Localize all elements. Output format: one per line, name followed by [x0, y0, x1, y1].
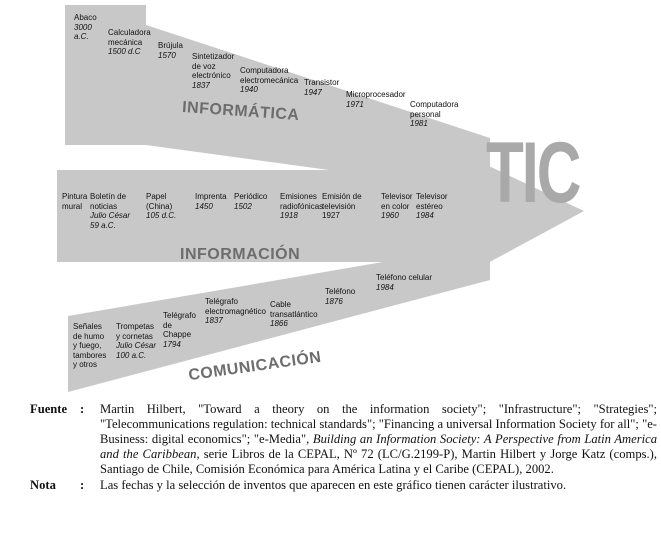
invention-papel: Papel (China) 105 d.C. — [146, 192, 178, 221]
source-row: Fuente : Martin Hilbert, "Toward a theor… — [30, 402, 657, 477]
invention-date: Julio César 100 a.C. — [116, 341, 157, 360]
invention-televisor-estereo: Televisor estéreo 1984 — [416, 192, 448, 221]
invention-text: Brújula — [158, 41, 183, 50]
invention-text: Pintura mural — [62, 192, 88, 211]
invention-boletin: Boletín de noticias Julio César 59 a.C. — [90, 192, 136, 230]
invention-text: Teléfono — [325, 287, 356, 296]
invention-date: 1502 — [234, 201, 252, 211]
invention-text: Computadora electromecánica — [240, 66, 299, 85]
invention-text: Sintetizador de voz electrónico — [192, 52, 235, 80]
arrow-informacion — [57, 142, 584, 290]
invention-periodico: Periódico 1502 — [234, 192, 267, 211]
invention-date: 1866 — [270, 319, 288, 328]
invention-date: 1570 — [158, 50, 176, 60]
invention-microprocesador: Microprocesador 1971 — [346, 90, 406, 109]
invention-telefono-celular: Teléfono celular 1984 — [376, 273, 432, 292]
invention-sintetizador: Sintetizador de voz electrónico 1837 — [192, 52, 234, 90]
band-label-informacion: INFORMACIÓN — [180, 246, 301, 263]
note-colon: : — [80, 478, 85, 492]
invention-date: 1960 — [381, 211, 399, 220]
invention-text: Telégrafo de Chappe — [163, 311, 196, 339]
invention-telefono: Teléfono 1876 — [325, 287, 355, 306]
invention-text: Telégrafo electromagnético — [205, 297, 266, 316]
note-text: Las fechas y la selección de inventos qu… — [100, 478, 567, 492]
source-text: Martin Hilbert, "Toward a theory on the … — [100, 402, 657, 477]
invention-emisiones-radiofonicas: Emisiones radiofónicas 1918 — [280, 192, 324, 221]
invention-text: Imprenta — [195, 192, 227, 201]
invention-date: 1984 — [416, 211, 434, 220]
arrow-informatica — [65, 5, 490, 192]
note-label: Nota — [30, 478, 56, 492]
note-row: Nota : Las fechas y la selección de inve… — [30, 478, 657, 493]
invention-computadora-personal: Computadora personal 1981 — [410, 100, 459, 129]
invention-emision-television: Emisión de televisión 1927 — [322, 192, 370, 221]
invention-text: Abaco — [74, 13, 97, 22]
invention-brujula: Brújula 1570 — [158, 41, 183, 60]
invention-date: 1450 — [195, 201, 213, 211]
invention-trompetas: Trompetas y cornetas Julio César 100 a.C… — [116, 322, 158, 360]
invention-date: 1918 — [280, 211, 298, 220]
invention-text: Microprocesador — [346, 90, 406, 99]
invention-text: Computadora personal — [410, 100, 459, 119]
invention-text: Boletín de noticias — [90, 192, 127, 211]
invention-text: Señales de humo y fuego, tambores y otro… — [73, 322, 107, 369]
invention-text: Emisiones radiofónicas — [280, 192, 324, 211]
source-colon: : — [80, 402, 85, 416]
invention-transistor: Transistor 1947 — [304, 78, 339, 97]
invention-text: Papel (China) — [146, 192, 173, 211]
notes-section: Fuente : Martin Hilbert, "Toward a theor… — [30, 402, 657, 494]
invention-date: 1500 d.C — [108, 47, 141, 56]
invention-cable-transatlantico: Cable transatlántico 1866 — [270, 300, 318, 329]
tic-label: TIC — [486, 125, 581, 221]
source-text-before: Martin Hilbert, "Toward a theory on the … — [100, 402, 657, 446]
invention-date: 1947 — [304, 87, 322, 97]
invention-date: 1837 — [205, 316, 223, 325]
invention-date: 1940 — [240, 85, 258, 94]
invention-telegrafo-electromagnetico: Telégrafo electromagnético 1837 — [205, 297, 266, 326]
invention-telegrafo-chappe: Telégrafo de Chappe 1794 — [163, 311, 196, 349]
invention-text: Transistor — [304, 78, 340, 87]
source-book-title: Building an Information Society: A Persp… — [100, 432, 657, 461]
invention-text: Teléfono celular — [376, 273, 433, 282]
invention-text: Televisor en color — [381, 192, 413, 211]
invention-text: Calculadora mecánica — [108, 28, 151, 47]
arrow-comunicacion — [68, 242, 490, 392]
invention-date: 1876 — [325, 296, 343, 306]
invention-date: 1971 — [346, 99, 364, 109]
invention-senales: Señales de humo y fuego, tambores y otro… — [73, 322, 109, 370]
invention-text: Trompetas y cornetas — [116, 322, 154, 341]
invention-date: 105 d.C. — [146, 211, 177, 220]
invention-date: 1837 — [192, 80, 210, 90]
tic-diagram: TIC INFORMÁTICA INFORMACIÓN COMUNICACIÓN… — [57, 5, 584, 392]
invention-text: Cable transatlántico — [270, 300, 318, 319]
invention-date: 1794 — [163, 339, 181, 349]
arrows-graphic — [57, 5, 584, 392]
invention-calculadora: Calculadora mecánica 1500 d.C — [108, 28, 153, 57]
invention-text: Televisor estéreo — [416, 192, 448, 211]
invention-date: 1984 — [376, 282, 394, 292]
invention-imprenta: Imprenta 1450 — [195, 192, 227, 211]
invention-text: Periódico — [234, 192, 268, 201]
invention-pintura-mural: Pintura mural — [62, 192, 88, 211]
invention-date: 3000 a.C. — [74, 22, 92, 42]
invention-text: Emisión de televisión 1927 — [322, 192, 362, 220]
invention-date: 1981 — [410, 119, 428, 128]
source-text-after: , serie Libros de la CEPAL, Nº 72 (LC/G.… — [100, 447, 658, 476]
invention-abaco: Abaco 3000 a.C. — [74, 13, 98, 42]
invention-televisor-color: Televisor en color 1960 — [381, 192, 413, 221]
invention-date: Julio César 59 a.C. — [90, 211, 131, 230]
invention-computadora-electromecanica: Computadora electromecánica 1940 — [240, 66, 298, 95]
source-label: Fuente — [30, 402, 68, 416]
